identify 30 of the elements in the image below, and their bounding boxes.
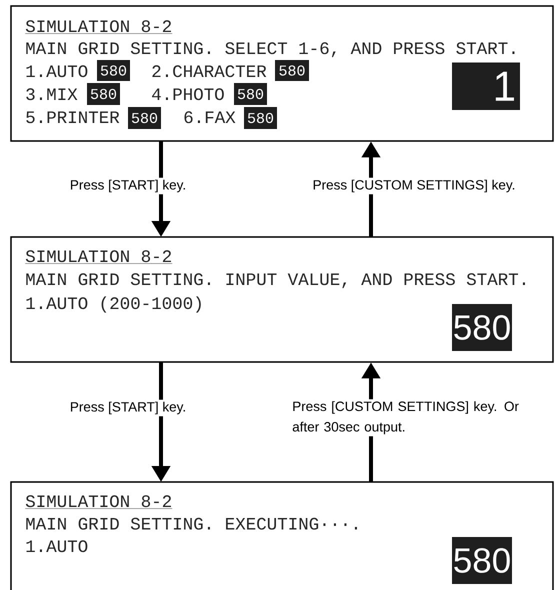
edge-label: Press [START] key. [68,178,188,194]
menu-item: 1.AUTO (200-1000) [26,296,201,313]
screen-title: SIMULATION 8-2 [25,495,172,509]
value-display: 580 [275,60,309,81]
menu-item: 1.AUTO [26,65,88,78]
screen-panel [10,236,554,363]
screen-message: MAIN GRID SETTING. INPUT VALUE, AND PRESS START. [26,273,525,288]
edge-label: Press [START] key. [68,400,188,416]
screen-panel [10,5,554,142]
value-display: 580 [244,107,277,129]
screen-message: MAIN GRID SETTING. SELECT 1-6, AND PRESS START. [26,42,514,58]
menu-item: 2.CHARACTER [152,65,266,78]
value-display: 1 [452,62,520,110]
screen-panel [10,481,554,590]
screen-title: SIMULATION 8-2 [25,250,172,264]
edge-label: Press [CUSTOM SETTINGS] key. [310,178,518,194]
screen-message: MAIN GRID SETTING. EXECUTING···. [26,518,357,530]
value-display: 580 [452,304,512,351]
value-display: 580 [87,83,120,105]
menu-item: 5.PRINTER [26,111,120,124]
value-display: 580 [234,83,267,105]
menu-item: 4.PHOTO [152,88,224,100]
menu-item: 1.AUTO [26,540,88,552]
edge-label: Press [CUSTOM SETTINGS] key. Or after 30sec output. [290,399,530,436]
value-display: 580 [452,537,512,584]
screen-title: SIMULATION 8-2 [25,20,172,34]
value-display: 580 [97,60,130,81]
value-display: 580 [128,107,161,129]
menu-item: 3.MIX [26,88,78,100]
menu-item: 6.FAX [184,111,236,124]
